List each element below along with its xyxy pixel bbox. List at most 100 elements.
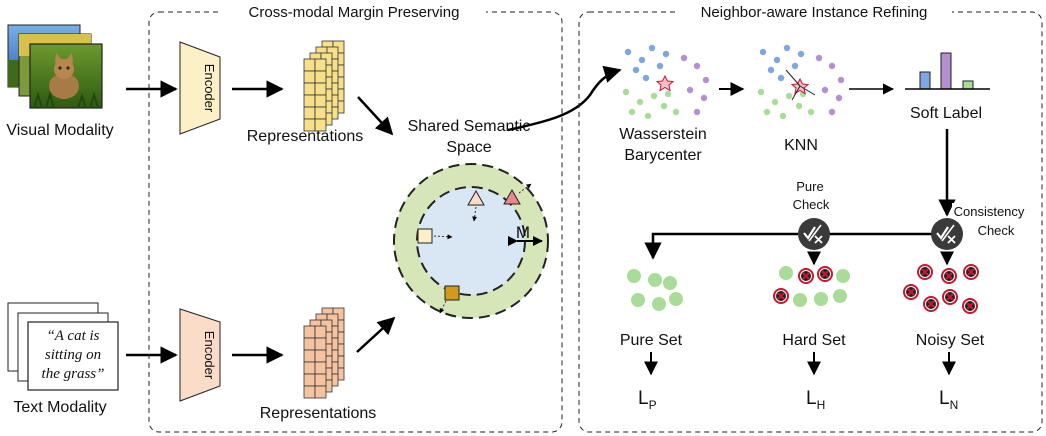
clean-sample — [652, 297, 666, 311]
noisy-sample — [903, 284, 919, 300]
noisy-sample — [923, 296, 939, 312]
clean-sample — [669, 292, 683, 306]
caption-line-3: the grass” — [42, 366, 105, 382]
representation-cell — [314, 373, 327, 387]
clean-sample — [836, 269, 850, 283]
representation-cell — [303, 373, 316, 387]
scatter-point — [785, 92, 793, 100]
triangle-sample-pink — [503, 188, 521, 205]
scatter-point — [693, 108, 701, 116]
refine-box-title: Neighbor-aware Instance Refining — [701, 4, 928, 21]
scatter-point — [686, 86, 694, 94]
scatter-point — [628, 108, 636, 116]
scatter-point — [642, 74, 650, 82]
clean-sample — [793, 293, 807, 307]
representation-cell — [303, 94, 316, 108]
instance-refining-box — [578, 11, 1043, 433]
pure-check-label-2: Check — [793, 197, 830, 212]
scatter-point — [702, 76, 710, 84]
noisy-sample — [798, 268, 814, 284]
consistency-check-label-1: Consistency — [954, 204, 1025, 219]
text-encoder — [179, 308, 221, 402]
clean-sample — [779, 266, 793, 280]
visual-representation-grid — [303, 40, 345, 132]
square-sample-dark — [444, 285, 460, 301]
representation-cell — [314, 325, 327, 339]
text-modality-label: Text Modality — [13, 399, 106, 416]
scatter-point — [771, 98, 779, 106]
square-sample-light — [417, 228, 433, 244]
noisy-set-label: Noisy Set — [916, 332, 985, 349]
clean-sample — [627, 269, 641, 283]
representation-cell — [303, 70, 316, 84]
clean-sample — [833, 289, 847, 303]
knn-label: KNN — [784, 137, 818, 154]
scatter-point — [835, 94, 843, 102]
clean-sample — [663, 276, 677, 290]
soft-label-bar-green — [962, 80, 974, 90]
clean-sample — [648, 273, 662, 287]
wasserstein-label-1: Wasserstein — [619, 126, 706, 143]
soft-label-label: Soft Label — [910, 105, 982, 122]
scatter-point — [662, 50, 670, 58]
soft-label-histogram — [905, 52, 990, 90]
representations-bottom-label: Representations — [260, 405, 377, 422]
representation-cell — [303, 82, 316, 96]
caption-line-1: “A cat is — [46, 328, 99, 344]
consistency-check-label-2: Check — [978, 223, 1015, 238]
scatter-point — [624, 48, 632, 56]
scatter-point — [828, 62, 836, 70]
branch-line — [644, 232, 947, 260]
representation-cell — [303, 106, 316, 120]
representation-cell — [314, 106, 327, 120]
soft-label-bar-blue — [919, 71, 931, 90]
representation-cell — [314, 385, 327, 399]
noisy-sample — [941, 268, 957, 284]
loss-pure-base: L — [638, 388, 649, 409]
scatter-point — [797, 50, 805, 58]
knn-neighbor-links — [785, 69, 816, 101]
scatter-point — [664, 90, 672, 98]
scatter-point — [773, 56, 781, 64]
wasserstein-label-2: Barycenter — [624, 147, 702, 164]
representation-cell — [303, 337, 316, 351]
scatter-point — [636, 98, 644, 106]
representation-cell — [303, 385, 316, 399]
text-doc-stack — [7, 302, 119, 391]
pure-check-icon — [798, 218, 830, 250]
representation-cell — [314, 82, 327, 96]
scatter-point — [821, 86, 829, 94]
scatter-point — [644, 112, 652, 120]
scatter-point — [815, 54, 823, 62]
arrow-space-to-wasserstein — [507, 65, 622, 132]
loss-noisy-base: L — [939, 388, 950, 409]
scatter-point — [622, 88, 630, 96]
scatter-point — [777, 74, 785, 82]
scatter-point — [763, 108, 771, 116]
pure-set-label: Pure Set — [620, 332, 683, 349]
clean-sample — [814, 292, 828, 306]
shared-space-label-1: Shared Semantic — [408, 118, 531, 135]
representation-cell — [303, 325, 316, 339]
representation-cell — [314, 70, 327, 84]
visual-modality-label: Visual Modality — [6, 122, 113, 139]
noisy-set-samples — [903, 264, 979, 314]
visual-encoder-label: Encoder — [202, 64, 217, 113]
scatter-point — [807, 108, 815, 116]
loss-pure: LP — [638, 388, 657, 412]
loss-hard-base: L — [806, 388, 817, 409]
scatter-point — [638, 56, 646, 64]
visual-image-stack — [7, 24, 103, 109]
margin-box-title: Cross-modal Margin Preserving — [249, 4, 460, 21]
hard-set-samples — [773, 266, 850, 307]
representation-cell — [314, 349, 327, 363]
arrow-rep-top-to-space — [357, 96, 394, 136]
pure-check-label-1: Pure — [796, 179, 823, 194]
scatter-point — [837, 76, 845, 84]
caption-line-2: sitting on — [45, 347, 101, 363]
loss-noisy: LN — [939, 388, 958, 412]
scatter-point — [660, 102, 668, 110]
noisy-sample — [962, 298, 978, 314]
scatter-point — [680, 54, 688, 62]
